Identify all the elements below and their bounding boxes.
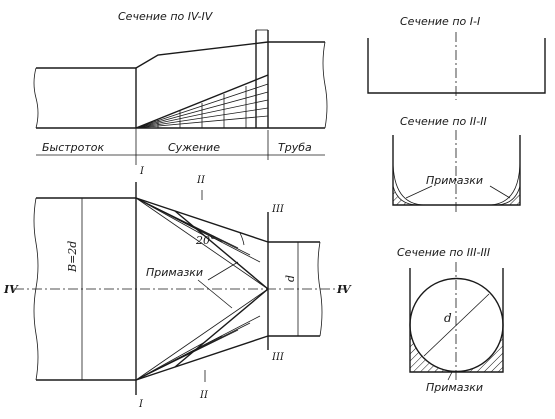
left-break (33, 67, 39, 129)
zone-truba: Труба (278, 141, 312, 154)
section-i-outline (367, 38, 546, 94)
primazki-leader-2 (207, 261, 239, 281)
angle-arc (239, 232, 245, 246)
zone-bystrotok: Быстроток (42, 141, 105, 154)
fillet-fan-top (135, 74, 269, 129)
diameter-line (423, 293, 490, 357)
primazki-ii-leader-2 (489, 185, 511, 199)
plan-view: B=2d d (3, 166, 352, 410)
section-iii-fillet (409, 324, 504, 373)
d-circle-label: d (444, 311, 452, 325)
wall-top (135, 197, 269, 243)
mark-ii-bottom: II (199, 390, 209, 401)
section-iii-outline (409, 268, 504, 373)
primazki-leader-1 (197, 279, 233, 309)
d-side-label: d (284, 275, 297, 282)
chute-top-edge (36, 67, 137, 128)
primazki-iii-label: Примазки (426, 381, 483, 394)
zone-suzhenie: Сужение (168, 141, 220, 154)
section-iv-view: Сечение по IV-IV (33, 10, 328, 129)
mark-ii-top: II (196, 175, 206, 186)
mark-i-bottom: I (138, 399, 144, 410)
primazki-ii-label: Примазки (426, 174, 483, 187)
pipe-circle (409, 277, 504, 373)
right-break (322, 41, 328, 129)
mark-i-top: I (139, 166, 145, 177)
section-ii-fillet-right (494, 185, 521, 206)
plan-fillet-bottom (135, 288, 269, 381)
wall-bottom (135, 335, 269, 381)
plan-fillet-top (135, 197, 269, 290)
section-i-title: Сечение по I-I (400, 15, 480, 28)
angle-label: 20° (195, 234, 216, 247)
primazki-iii-leader (447, 371, 453, 381)
zones-dimension: Быстроток Сужение Труба (36, 120, 325, 165)
section-ii-view: Сечение по II-II Примазки (392, 115, 521, 212)
section-i-view: Сечение по I-I (367, 15, 546, 100)
section-iii-view: Сечение по III-III d Примазки (397, 246, 504, 394)
mark-iii-bottom: III (271, 352, 285, 363)
section-ii-arc-left (392, 159, 426, 206)
section-ii-outline (392, 135, 521, 206)
primazki-ii-leader-1 (405, 185, 433, 199)
section-ii-title: Сечение по II-II (400, 115, 487, 128)
mark-iv-left: IV (3, 283, 19, 296)
section-iv-title: Сечение по IV-IV (118, 10, 214, 23)
narrowing-top (135, 41, 269, 69)
width-label: B=2d (66, 241, 79, 273)
section-iii-title: Сечение по III-III (397, 246, 490, 259)
section-ii-fillet-left (392, 185, 419, 206)
mark-iv-right: IV (336, 283, 352, 296)
primazki-main-label: Примазки (146, 266, 203, 279)
plan-left-break (33, 197, 39, 381)
section-ii-arc-right (487, 159, 521, 206)
mark-iii-top: III (271, 204, 285, 215)
